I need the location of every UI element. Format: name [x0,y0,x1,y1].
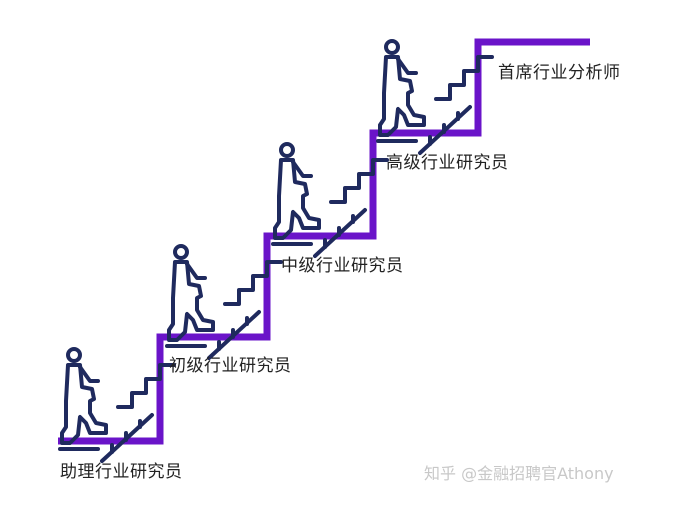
level-label-junior-analyst: 初级行业研究员 [169,356,292,376]
level-label-mid-analyst: 中级行业研究员 [281,256,404,276]
icons-group [58,39,494,463]
watermark: 知乎 @金融招聘官Athony [424,464,614,483]
level-label-assistant-analyst: 助理行业研究员 [60,462,183,482]
person-climbing-stairs-icon [376,39,494,155]
level-label-senior-analyst: 高级行业研究员 [386,153,509,173]
staircase-line [58,38,590,445]
person-climbing-stairs-icon [271,142,389,258]
person-climbing-stairs-icon [165,244,283,360]
level-label-chief-analyst: 首席行业分析师 [498,63,621,83]
person-climbing-stairs-icon [58,347,176,463]
